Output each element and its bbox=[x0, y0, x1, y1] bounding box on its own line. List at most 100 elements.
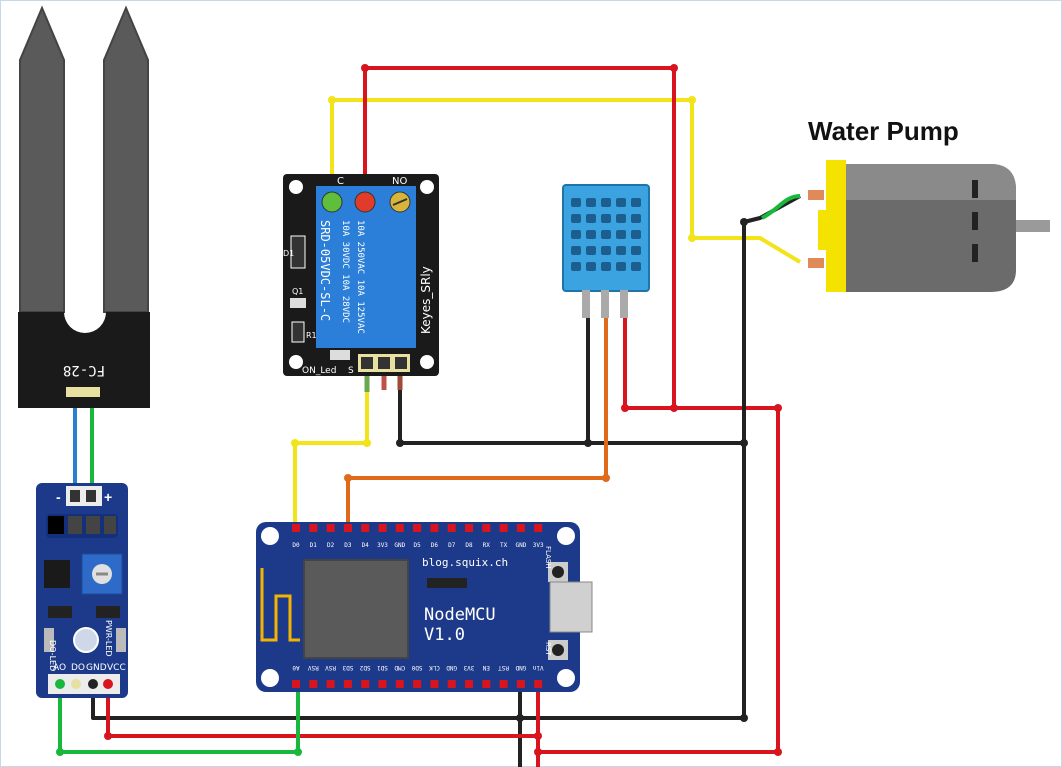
water-pump: Water Pump bbox=[761, 116, 1050, 292]
wire-yellow-relay-signal bbox=[293, 370, 369, 528]
dht-vent-slot bbox=[616, 246, 626, 255]
top-pin bbox=[292, 524, 300, 532]
bottom-pin bbox=[343, 680, 352, 688]
bottom-pin-label: CMD bbox=[394, 664, 405, 671]
dht-vent-slot bbox=[631, 230, 641, 239]
dht-vent-slot bbox=[616, 214, 626, 223]
dht-vent-slot bbox=[601, 246, 611, 255]
dht-vent-slot bbox=[586, 246, 596, 255]
bottom-pin bbox=[516, 680, 525, 688]
nodemcu-watermark: blog.squix.ch bbox=[422, 556, 508, 569]
dht-vent-slot bbox=[601, 214, 611, 223]
probe-model-label: FC-28 bbox=[63, 362, 105, 378]
dht-vent-slot bbox=[571, 230, 581, 239]
wire-red-supply bbox=[538, 406, 780, 754]
pwr-led-label: PWR-LED bbox=[104, 620, 113, 657]
nodemcu-name: NodeMCU bbox=[424, 605, 496, 625]
top-pin-label: D8 bbox=[465, 542, 473, 549]
relay-transistor-label: Q1 bbox=[292, 287, 303, 296]
relay-resistor-label: R1 bbox=[306, 331, 317, 340]
dht11-sensor bbox=[562, 184, 650, 318]
nodemcu-version: V1.0 bbox=[424, 625, 465, 645]
bottom-pin-label: SD2 bbox=[359, 664, 370, 671]
top-pin-label: D3 bbox=[344, 542, 352, 549]
top-pin-label: D2 bbox=[327, 542, 335, 549]
dht-vent-slot bbox=[631, 198, 641, 207]
top-pin bbox=[516, 524, 525, 532]
top-pin-label: RX bbox=[483, 542, 491, 549]
wire-green-analog bbox=[58, 682, 300, 754]
wire-orange-dht-data bbox=[346, 318, 608, 528]
dht-vent-slot bbox=[631, 262, 641, 271]
bottom-pin bbox=[534, 680, 543, 688]
bottom-pin-label: EN bbox=[482, 664, 490, 671]
top-pin bbox=[361, 524, 370, 532]
top-pin-label: D4 bbox=[362, 542, 370, 549]
wire-red-module-vcc bbox=[106, 682, 540, 738]
soil-moisture-probe: FC-28 bbox=[18, 5, 150, 408]
top-pin bbox=[534, 524, 543, 532]
bottom-pin-label: Vin bbox=[532, 664, 543, 671]
do-led-label: DO-LED bbox=[48, 640, 57, 671]
dht-vent-slot bbox=[631, 246, 641, 255]
bottom-pin-label: 3V3 bbox=[463, 664, 474, 671]
top-pin bbox=[447, 524, 456, 532]
relay-rating-line2: 10A 30VDC 10A 28VDC bbox=[340, 220, 350, 323]
top-pin-label: D5 bbox=[413, 542, 421, 549]
bottom-pin bbox=[499, 680, 508, 688]
top-pin-label: 3V3 bbox=[533, 542, 544, 549]
bottom-pin-label: A0 bbox=[292, 664, 300, 671]
dht-vent-slot bbox=[616, 262, 626, 271]
top-pin-label: GND bbox=[394, 542, 405, 549]
top-pin-label: D0 bbox=[292, 542, 300, 549]
top-pin bbox=[413, 524, 422, 532]
relay-diode-label: D1 bbox=[283, 249, 294, 258]
bottom-pin-label: SD1 bbox=[377, 664, 388, 671]
bottom-pin bbox=[482, 680, 491, 688]
relay-rating-line1: 10A 250VAC 10A 125VAC bbox=[355, 220, 365, 334]
bottom-pin bbox=[395, 680, 404, 688]
pump-title: Water Pump bbox=[808, 116, 959, 146]
dht-vent-slot bbox=[616, 198, 626, 207]
bottom-pin-label: RSV bbox=[325, 664, 336, 671]
bottom-pin bbox=[326, 680, 335, 688]
top-pin bbox=[395, 524, 404, 532]
relay-coil-text: SRD-05VDC-SL-C bbox=[318, 220, 332, 321]
dht-vent-slot bbox=[586, 214, 596, 223]
wire-red-relay-no-loop bbox=[363, 66, 676, 410]
dht-vent-slot bbox=[571, 214, 581, 223]
top-pin bbox=[465, 524, 473, 532]
top-pin bbox=[326, 524, 335, 532]
bottom-pin-label: GND bbox=[515, 664, 526, 671]
bottom-pin-label: GND bbox=[446, 664, 457, 671]
bottom-pin-label: SD0 bbox=[411, 664, 422, 671]
pin-label-vcc: VCC bbox=[107, 663, 126, 673]
top-pin-label: TX bbox=[500, 542, 508, 549]
dht-vent-slot bbox=[571, 198, 581, 207]
flash-button-label: FLASH bbox=[544, 546, 552, 569]
dht-vent-slot bbox=[616, 230, 626, 239]
relay-model-label: Keyes_SRly bbox=[419, 266, 433, 334]
module-minus-terminal: - bbox=[56, 489, 61, 505]
dht-vent-slot bbox=[601, 198, 611, 207]
relay-signal-label: S bbox=[348, 366, 354, 376]
dht-vent-slot bbox=[571, 246, 581, 255]
dht-vent-slot bbox=[586, 230, 596, 239]
pin-label-gnd: GND bbox=[86, 663, 107, 673]
top-pin-label: D7 bbox=[448, 542, 456, 549]
bottom-pin bbox=[361, 680, 370, 688]
bottom-pin bbox=[413, 680, 422, 688]
dht-vent-slot bbox=[601, 262, 611, 271]
top-pin-label: D6 bbox=[431, 542, 439, 549]
bottom-pin-label: CLK bbox=[429, 664, 440, 671]
dht-vent-slot bbox=[631, 214, 641, 223]
top-pin bbox=[343, 524, 352, 532]
top-pin bbox=[482, 524, 491, 532]
bottom-pin-label: SD3 bbox=[342, 664, 353, 671]
bottom-pin-label: RSV bbox=[307, 664, 318, 671]
relay-terminal-no: NO bbox=[392, 176, 407, 187]
bottom-pin bbox=[465, 680, 473, 688]
dht-vent-slot bbox=[586, 198, 596, 207]
